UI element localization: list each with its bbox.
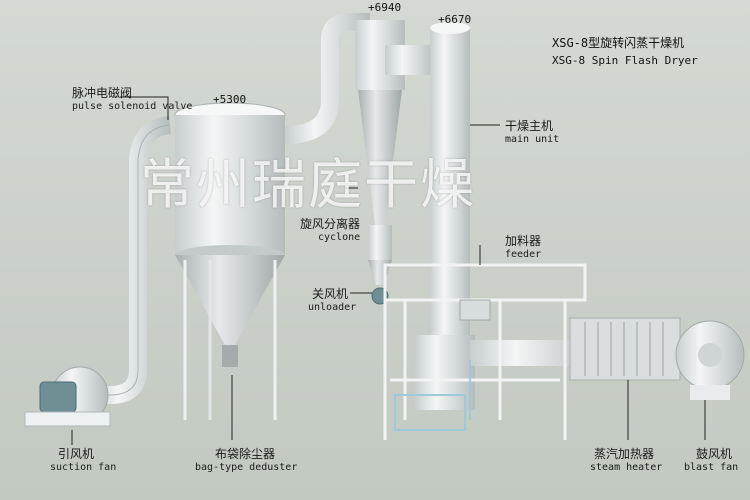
label-deduster: 布袋除尘器 bag-type deduster xyxy=(195,447,298,474)
label-blast-fan: 鼓风机 blast fan xyxy=(684,447,739,474)
label-feeder: 加料器 feeder xyxy=(505,234,542,261)
platform-frame xyxy=(383,263,587,440)
label-pulse-valve: 脉冲电磁阀 pulse solenoid valve xyxy=(72,86,193,113)
label-cyclone: 旋风分离器 cyclone xyxy=(300,217,361,244)
elevation-cyclone: +6940 xyxy=(368,1,402,14)
label-suction-fan: 引风机 suction fan xyxy=(50,447,117,474)
bag-type-deduster xyxy=(174,102,286,420)
cyclone-duct xyxy=(284,13,370,144)
steam-heater xyxy=(569,317,681,381)
title-en: XSG-8 Spin Flash Dryer xyxy=(552,54,698,67)
main-drying-tower xyxy=(415,22,600,410)
elevation-deduster: +5300 xyxy=(213,93,247,106)
title-cn: XSG-8型旋转闪蒸干燥机 xyxy=(552,36,685,50)
label-main-unit: 干燥主机 main unit xyxy=(505,119,560,146)
watermark: 常州瑞庭干燥 xyxy=(140,153,476,216)
blast-fan xyxy=(675,320,745,400)
label-steam-heater: 蒸汽加热器 steam heater xyxy=(590,447,663,474)
label-unloader: 关风机 unloader xyxy=(308,287,357,314)
elevation-main: +6670 xyxy=(438,13,472,26)
suction-fan xyxy=(24,366,111,427)
